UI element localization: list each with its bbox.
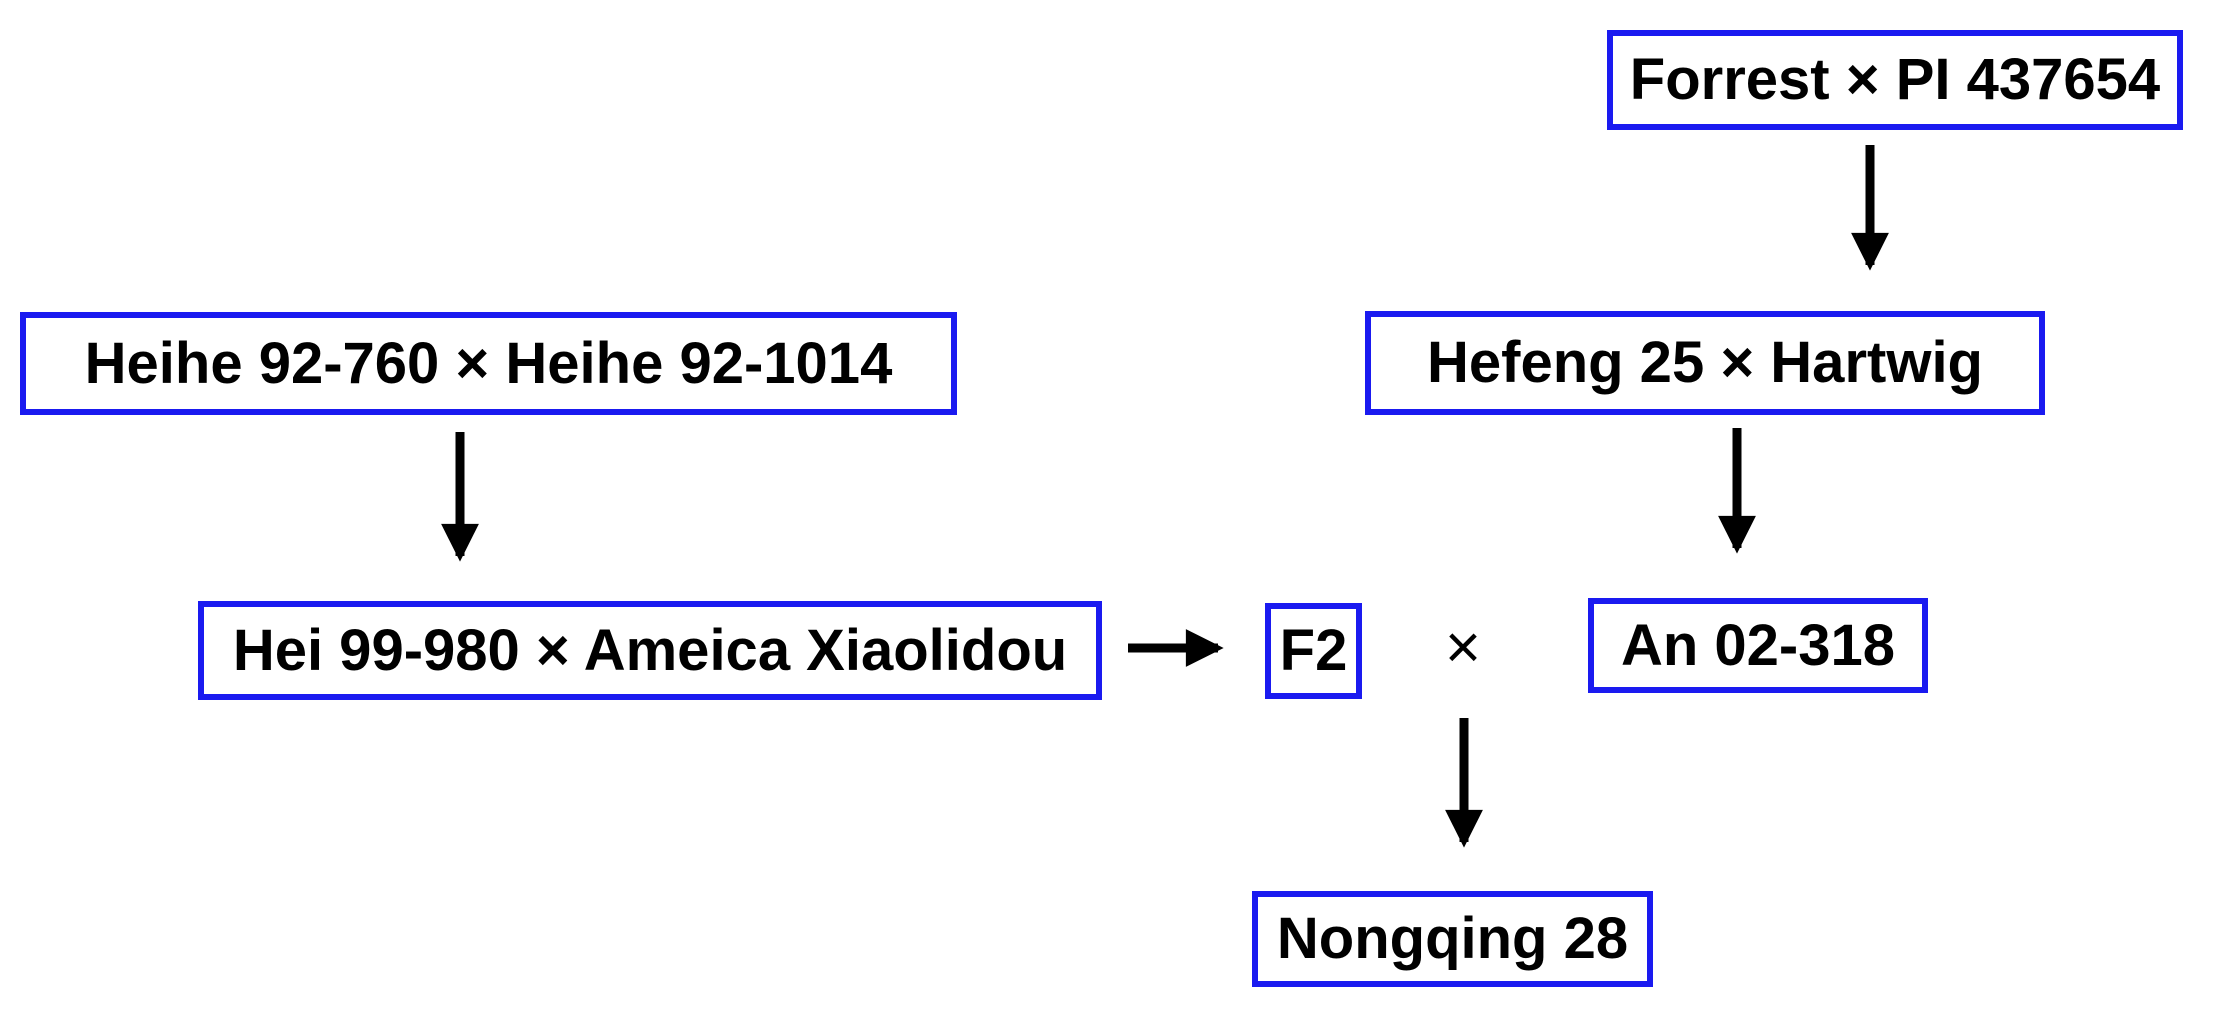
node-an-02-318: An 02-318: [1588, 598, 1928, 693]
node-label: Hei 99-980 × Ameica Xiaolidou: [232, 617, 1068, 683]
node-f2: F2: [1265, 603, 1362, 699]
node-heihe-cross: Heihe 92-760 × Heihe 92-1014: [20, 312, 957, 415]
node-label: Nongqing 28: [1276, 906, 1629, 971]
node-hefeng-hartwig: Hefeng 25 × Hartwig: [1365, 311, 2045, 415]
cross-multiplication-symbol: ×: [1444, 613, 1482, 682]
node-label: Hefeng 25 × Hartwig: [1427, 330, 1983, 395]
node-hei-ameica-xiaolidou: Hei 99-980 × Ameica Xiaolidou: [198, 601, 1102, 700]
node-label: Heihe 92-760 × Heihe 92-1014: [84, 330, 893, 396]
node-label: An 02-318: [1620, 612, 1896, 678]
node-nongqing-28: Nongqing 28: [1252, 891, 1653, 987]
node-forrest-pi437654: Forrest × PI 437654: [1607, 30, 2183, 130]
node-label: F2: [1279, 618, 1348, 683]
node-label: Forrest × PI 437654: [1629, 47, 2161, 112]
